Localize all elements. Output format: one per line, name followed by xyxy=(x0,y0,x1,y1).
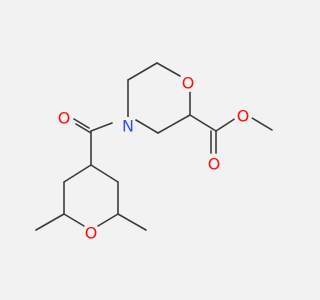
bond-cester-o xyxy=(215,117,237,132)
atom-o-ester-carbonyl: O xyxy=(208,155,221,174)
bond-oxane-c2-o xyxy=(63,213,85,227)
atom-o-oxane: O xyxy=(85,224,98,243)
bond-c1-c2 xyxy=(127,62,158,81)
bond-layer xyxy=(35,62,273,231)
bond-methyl-left xyxy=(35,213,65,231)
bond-c2-o xyxy=(156,62,181,77)
bond-c-n xyxy=(90,122,113,132)
atom-o-morpholine: O xyxy=(182,74,195,93)
atom-n-morpholine: N xyxy=(122,117,134,136)
bond-o-methyl xyxy=(251,117,273,131)
bond-amide-co-2 xyxy=(73,118,90,129)
bond-oxane-c5-c4 xyxy=(90,164,119,183)
bond-c3-cester xyxy=(189,114,217,132)
bond-methyl-right xyxy=(117,213,147,231)
molecule-structure: O N O O O O xyxy=(35,62,273,243)
bond-oxane-o-c6 xyxy=(97,213,119,227)
atom-o-amide-carbonyl: O xyxy=(58,109,71,128)
bond-c3-c4 xyxy=(157,114,191,134)
bond-c4-n xyxy=(135,119,159,134)
bond-oxane-c4-c3 xyxy=(63,164,92,183)
atom-layer: O N O O O O xyxy=(55,74,252,243)
bond-amide-co-1 xyxy=(75,123,92,134)
atom-o-ester: O xyxy=(237,107,250,126)
